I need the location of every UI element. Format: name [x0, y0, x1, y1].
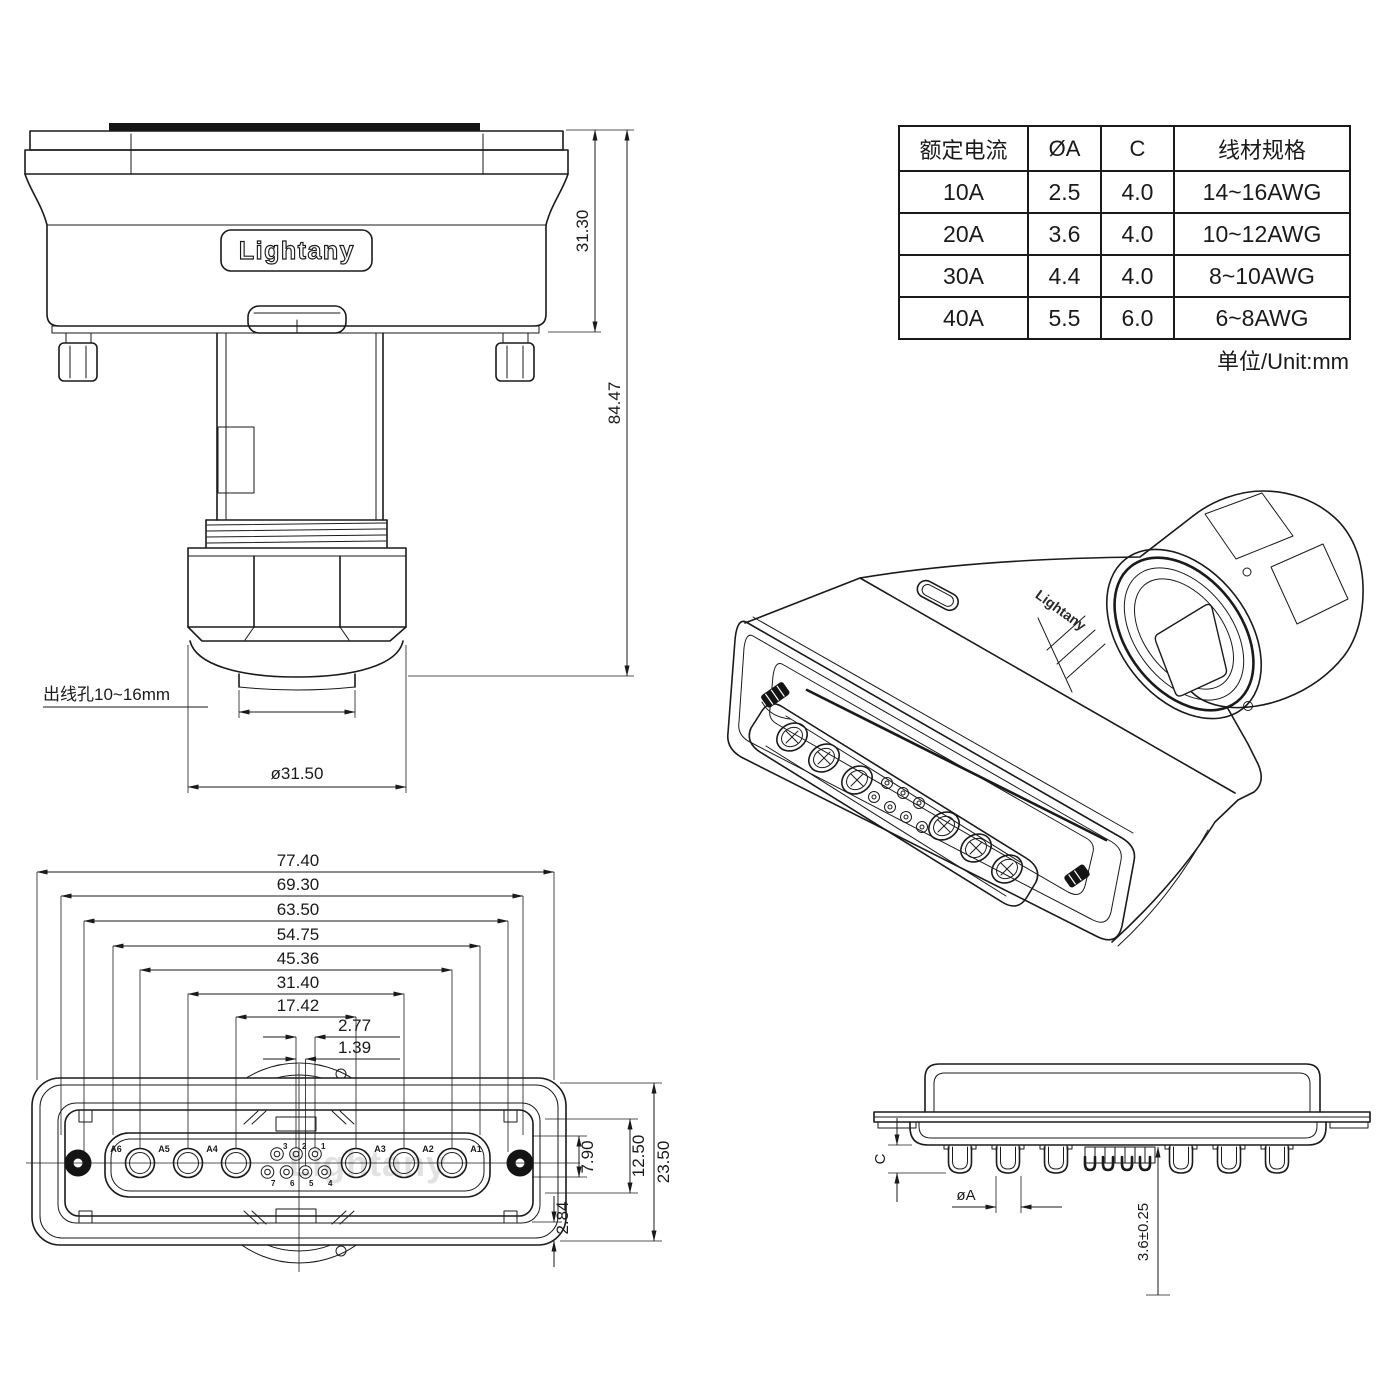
- thread-section: [205, 519, 388, 548]
- dim-width: 63.50: [277, 900, 320, 919]
- section-body: [909, 1121, 1327, 1150]
- stem: [216, 332, 384, 521]
- hood-top-seal: [109, 123, 480, 131]
- dim-cable-hole-label: 出线孔10~16mm: [43, 685, 170, 704]
- side-dimensions: 出线孔10~16mm ø31.50 31.30 84.47: [43, 129, 634, 793]
- view-cross-section: C øA 3.6±0.25: [872, 1063, 1371, 1296]
- contact-label: 5: [309, 1179, 314, 1188]
- section-small-pins: [1083, 1146, 1156, 1172]
- contact-label: 3: [283, 1142, 288, 1151]
- logo-plate: Lightany: [220, 229, 373, 272]
- cell: 6~8AWG: [1173, 296, 1351, 340]
- iso-gland: [1105, 490, 1364, 720]
- cell: 8~10AWG: [1173, 254, 1351, 298]
- dim-depth: 3.6±0.25: [1135, 1203, 1152, 1261]
- table-row: 30A 4.4 4.0 8~10AWG: [898, 254, 1351, 298]
- dim-dia-a: øA: [956, 1187, 975, 1204]
- dim-hood-height: 31.30: [573, 210, 592, 253]
- cell: 14~16AWG: [1173, 170, 1351, 214]
- small-contacts: 3 2 1 7 6 5 4: [260, 1142, 333, 1188]
- iso-flange: [726, 620, 1136, 941]
- cell: 4.4: [1027, 254, 1102, 298]
- section-hood: [924, 1063, 1321, 1113]
- section-dimensions: C øA 3.6±0.25: [872, 1118, 1170, 1296]
- iso-small-contacts: [868, 777, 928, 833]
- dim-row-offset: 1.39: [338, 1038, 371, 1057]
- view-front-face: Lightany A6 A5 A4 A3: [26, 851, 673, 1272]
- cable-gland-nut: [187, 547, 407, 691]
- cell: 20A: [898, 212, 1029, 256]
- iso-insert: [748, 703, 1039, 907]
- front-dimension-stack: 77.40 69.30 63.50 54.75 45.36 31.40 17.4…: [26, 851, 673, 1272]
- contact-label: 4: [328, 1179, 333, 1188]
- cell: 30A: [898, 254, 1029, 298]
- col-dia-a: ØA: [1027, 125, 1102, 172]
- dim-height: 7.90: [578, 1140, 597, 1173]
- dim-height: 23.50: [654, 1141, 673, 1184]
- table-row: 40A 5.5 6.0 6~8AWG: [898, 296, 1351, 340]
- dim-pitch: 2.77: [338, 1016, 371, 1035]
- contact-label: A4: [206, 1144, 218, 1154]
- iso-jack-screws: [761, 682, 1090, 888]
- brand-embossed: Lightany: [1033, 586, 1090, 633]
- contact-label: A2: [422, 1144, 434, 1154]
- dim-width: 77.40: [277, 851, 320, 870]
- table-row: 10A 2.5 4.0 14~16AWG: [898, 170, 1351, 214]
- cell: 10A: [898, 170, 1029, 214]
- cell: 10~12AWG: [1173, 212, 1351, 256]
- dim-height: 12.50: [629, 1135, 648, 1178]
- cell: 3.6: [1027, 212, 1102, 256]
- dim-gland-diameter: ø31.50: [271, 764, 324, 783]
- spec-table-header-row: 额定电流 ØA C 线材规格: [898, 125, 1351, 172]
- hood-latch: [247, 305, 347, 334]
- col-rated-current: 额定电流: [898, 125, 1029, 172]
- dim-width: 54.75: [277, 925, 320, 944]
- dim-c: C: [872, 1153, 889, 1164]
- contact-label: A1: [470, 1144, 482, 1154]
- brand-logo: Lightany: [239, 237, 355, 265]
- dim-height: 2.84: [553, 1201, 572, 1234]
- section-flange-bar: [873, 1111, 1371, 1129]
- cell: 4.0: [1100, 170, 1175, 214]
- hood-outline: [24, 130, 569, 334]
- cell: 2.5: [1027, 170, 1102, 214]
- mounting-screw-left: [58, 332, 98, 382]
- dim-width: 45.36: [277, 949, 320, 968]
- mounting-screw-right: [495, 332, 535, 382]
- spec-table: 额定电流 ØA C 线材规格 10A 2.5 4.0 14~16AWG 20A …: [898, 125, 1351, 340]
- dim-total-height: 84.47: [605, 382, 624, 425]
- contact-label: 1: [321, 1142, 326, 1151]
- dim-width: 17.42: [277, 996, 320, 1015]
- contact-label: 7: [271, 1179, 276, 1188]
- section-large-cups: [947, 1146, 1290, 1174]
- col-c: C: [1100, 125, 1175, 172]
- iso-label-tag: [1154, 603, 1228, 697]
- dim-width: 31.40: [277, 973, 320, 992]
- cell: 5.5: [1027, 296, 1102, 340]
- contact-label: A6: [110, 1144, 122, 1154]
- view-isometric: Lightany: [726, 490, 1364, 947]
- insert: [104, 1132, 491, 1198]
- dim-width: 69.30: [277, 875, 320, 894]
- view-side-elevation: Lightany: [24, 123, 634, 793]
- cell: 4.0: [1100, 212, 1175, 256]
- contact-label: A3: [374, 1144, 386, 1154]
- cell: 40A: [898, 296, 1029, 340]
- brand-watermark: Lightany: [289, 1143, 447, 1184]
- cell: 6.0: [1100, 296, 1175, 340]
- col-wire-gauge: 线材规格: [1173, 125, 1351, 172]
- contact-label: A5: [158, 1144, 170, 1154]
- contact-label: 2: [302, 1142, 307, 1151]
- iso-large-contacts: [776, 722, 1023, 884]
- table-row: 20A 3.6 4.0 10~12AWG: [898, 212, 1351, 256]
- unit-note: 单位/Unit:mm: [1216, 349, 1349, 374]
- cell: 4.0: [1100, 254, 1175, 298]
- contact-label: 6: [290, 1179, 295, 1188]
